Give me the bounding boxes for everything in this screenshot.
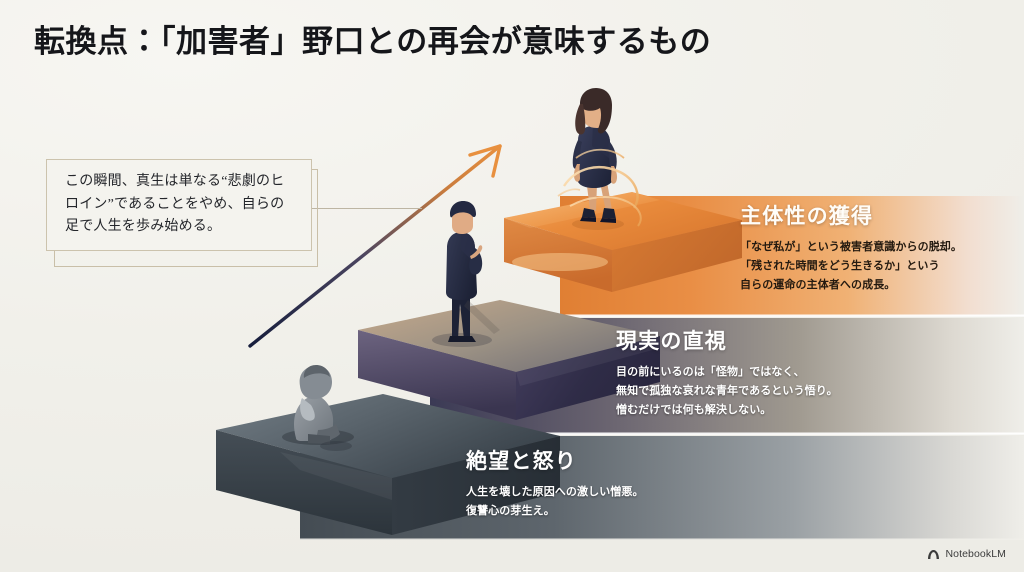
callout-box-frame: この瞬間、真生は単なる“悲劇のヒロイン”であることをやめ、自らの足で人生を歩み始… <box>46 159 312 251</box>
notebooklm-logo-icon <box>928 549 940 559</box>
step-heading-bottom: 絶望と怒り <box>466 449 577 473</box>
step-block-top <box>504 192 742 292</box>
figure-crouching-man <box>282 365 354 451</box>
growth-arrow <box>248 144 502 348</box>
notebooklm-watermark: NotebookLM <box>927 548 1006 560</box>
step-heading-top: 主体性の獲得 <box>740 204 874 228</box>
callout-text: この瞬間、真生は単なる“悲劇のヒロイン”であることをやめ、自らの足で人生を歩み始… <box>65 174 285 235</box>
figure-standing-man <box>432 201 500 347</box>
step-block-middle <box>358 300 660 420</box>
callout-box: この瞬間、真生は単なる“悲劇のヒロイン”であることをやめ、自らの足で人生を歩み始… <box>46 159 318 267</box>
step-body-bottom: 人生を壊した原因への激しい憎悪。 復讐心の芽生え。 <box>466 486 644 517</box>
divider-bottom <box>300 538 1024 541</box>
watermark-label: NotebookLM <box>945 548 1006 560</box>
step-body-middle: 目の前にいるのは「怪物」ではなく、 無知で孤独な哀れな青年であるという悟り。 憎… <box>616 366 838 416</box>
step-heading-middle: 現実の直視 <box>616 329 727 353</box>
divider-top <box>560 314 1024 317</box>
step-panel-bottom: 絶望と怒り 人生を壊した原因への激しい憎悪。 復讐心の芽生え。 <box>466 445 796 521</box>
step-panel-middle: 現実の直視 目の前にいるのは「怪物」ではなく、 無知で孤独な哀れな青年であるとい… <box>616 325 916 420</box>
step-body-top: 「なぜ私が」という被害者意識からの脱却。 「残された時間をどう生きるか」という … <box>740 241 962 291</box>
page-title: 転換点：「加害者」野口との再会が意味するもの <box>34 24 712 59</box>
step-panel-top: 主体性の獲得 「なぜ私が」という被害者意識からの脱却。 「残された時間をどう生き… <box>740 200 1010 295</box>
divider-middle <box>430 432 1024 435</box>
callout-connector-line <box>312 208 422 209</box>
figure-walking-woman <box>557 88 642 230</box>
